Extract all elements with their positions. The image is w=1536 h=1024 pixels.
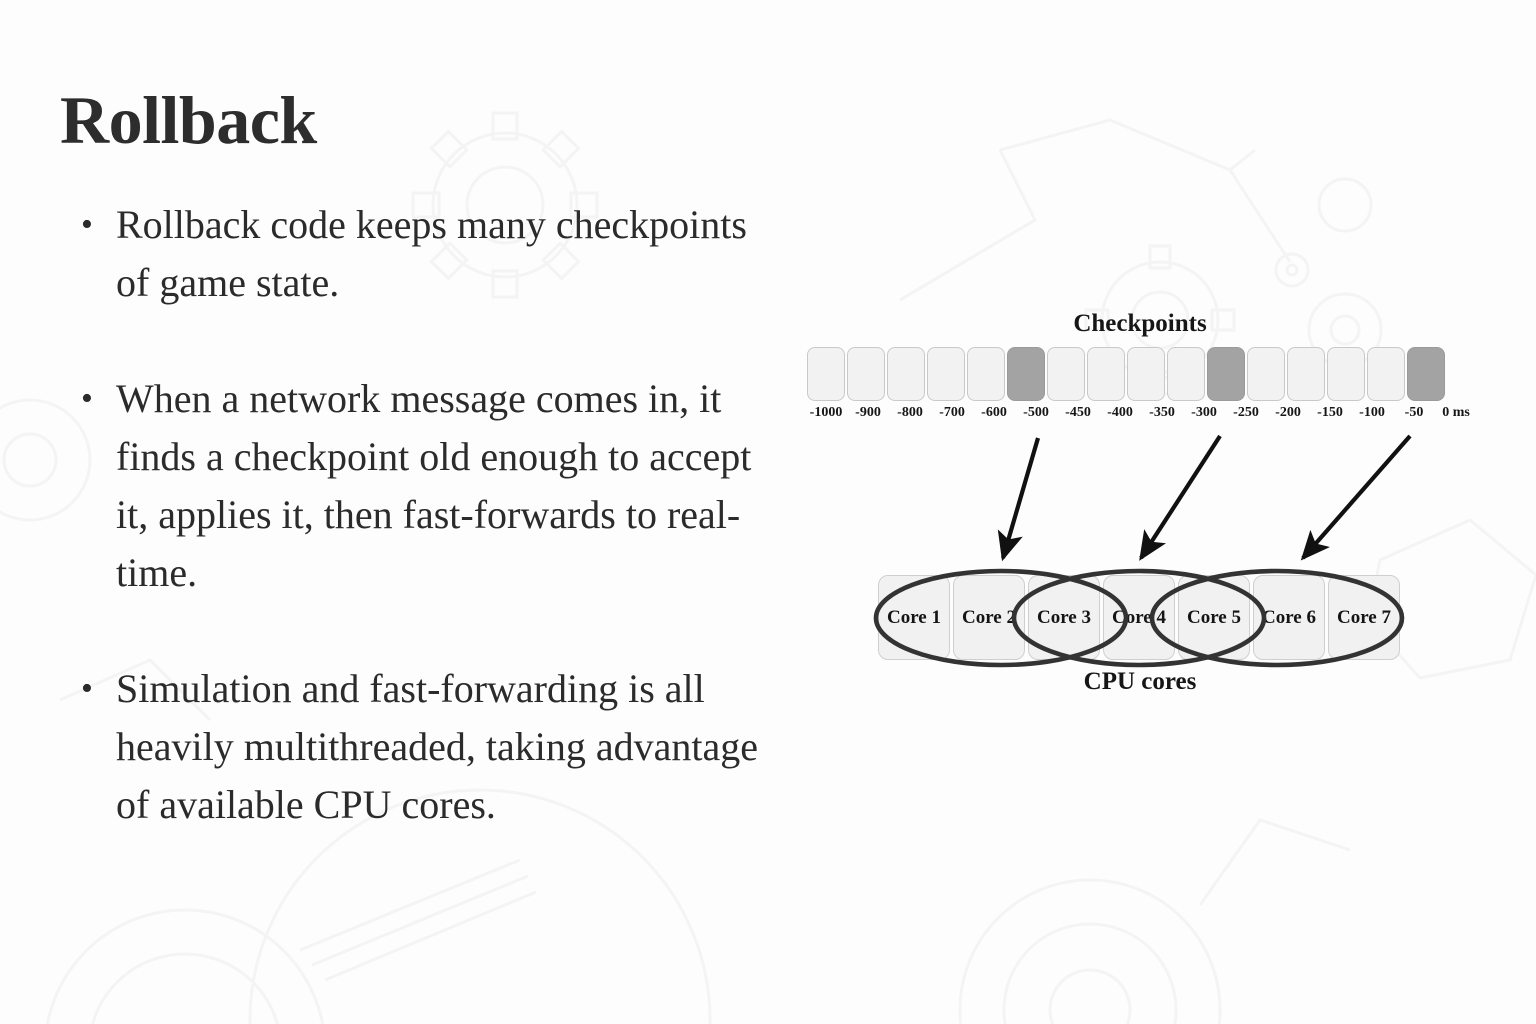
checkpoint-label: -400 — [1107, 405, 1133, 420]
bullet-text-2: When a network message comes in, it find… — [116, 376, 752, 595]
arrow-layer — [997, 434, 1412, 562]
checkpoint-label: -1000 — [809, 405, 843, 420]
bullet-item-2: • When a network message comes in, it fi… — [58, 370, 788, 602]
core-cell[interactable]: Core 7 — [1328, 575, 1400, 660]
checkpoint-label-row: -1000 -900 -800 -700 -600 -500 -450 -400 -350 -30… — [807, 405, 1475, 421]
core-cell[interactable]: Core 5 — [1178, 575, 1250, 660]
checkpoint-label: -450 — [1065, 405, 1091, 420]
checkpoint-label: -350 — [1149, 405, 1175, 420]
bullet-item-3: • Simulation and fast-forwarding is all … — [58, 660, 788, 834]
checkpoint-label: -800 — [897, 405, 923, 420]
checkpoint-cell[interactable] — [807, 347, 845, 401]
arrow-checkpoint-0 — [1300, 434, 1412, 561]
checkpoint-cell[interactable] — [847, 347, 885, 401]
arrow-checkpoint-250 — [1139, 434, 1222, 561]
checkpoint-label: -150 — [1317, 405, 1343, 420]
checkpoint-label: -250 — [1233, 405, 1259, 420]
rollback-diagram: Checkpoints -1000-900-800-700-600-500-45… — [790, 300, 1490, 720]
checkpoint-cell[interactable] — [1007, 347, 1045, 401]
page-title: Rollback — [60, 82, 317, 158]
core-cell[interactable]: Core 1 — [878, 575, 950, 660]
checkpoint-label: -100 — [1359, 405, 1385, 420]
checkpoint-cell[interactable] — [887, 347, 925, 401]
checkpoint-label: -300 — [1191, 405, 1217, 420]
arrow-checkpoint-500 — [997, 437, 1041, 562]
bullet-marker-icon: • — [81, 670, 93, 707]
cpu-cores-title: CPU cores — [1083, 668, 1197, 695]
core-cell[interactable]: Core 6 — [1253, 575, 1325, 660]
core-cell[interactable]: Core 3 — [1028, 575, 1100, 660]
checkpoint-label: -200 — [1275, 405, 1301, 420]
bullet-text-3: Simulation and fast-forwarding is all he… — [116, 666, 758, 827]
bullet-list: • Rollback code keeps many checkpoints o… — [58, 196, 788, 892]
checkpoint-cell[interactable] — [1047, 347, 1085, 401]
bullet-marker-icon: • — [81, 206, 93, 243]
checkpoint-cell[interactable] — [967, 347, 1005, 401]
checkpoint-cell[interactable] — [1247, 347, 1285, 401]
checkpoint-label: -900 — [855, 405, 881, 420]
checkpoint-label: -50 — [1404, 405, 1424, 420]
checkpoint-cell[interactable] — [927, 347, 965, 401]
checkpoint-cell[interactable] — [1407, 347, 1445, 401]
core-cell[interactable]: Core 4 — [1103, 575, 1175, 660]
checkpoint-label: -500 — [1023, 405, 1049, 420]
bullet-text-1: Rollback code keeps many checkpoints of … — [116, 202, 747, 305]
core-cell[interactable]: Core 2 — [953, 575, 1025, 660]
checkpoint-label: -600 — [981, 405, 1007, 420]
bullet-marker-icon: • — [81, 380, 93, 417]
checkpoint-label: -700 — [939, 405, 965, 420]
bullet-item-1: • Rollback code keeps many checkpoints o… — [58, 196, 788, 312]
checkpoint-label: 0 ms — [1442, 405, 1470, 420]
